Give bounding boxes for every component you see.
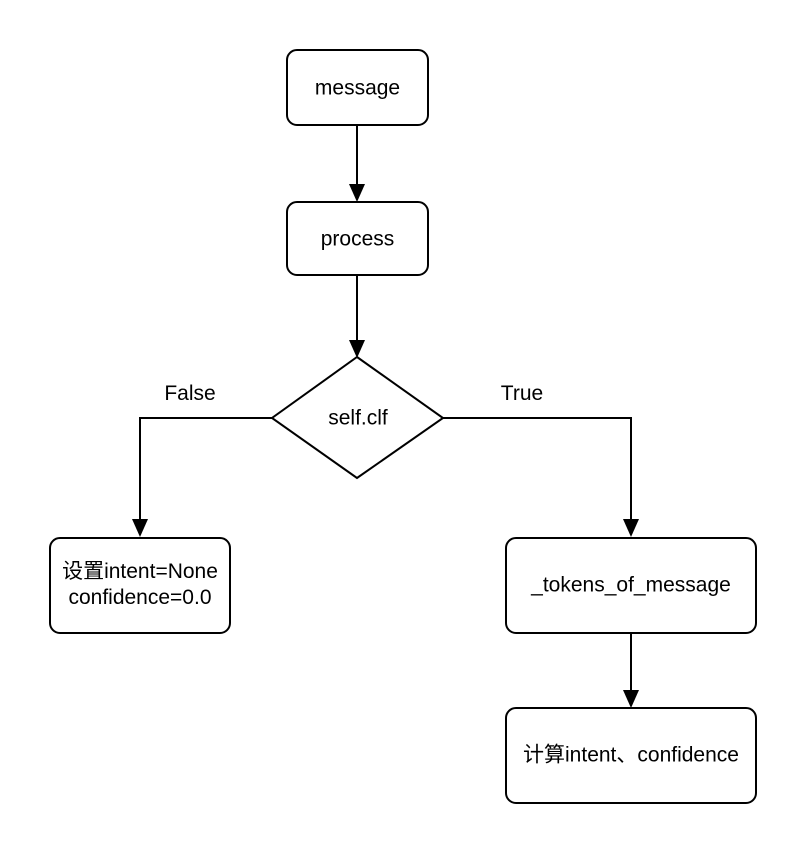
node-self-clf-label: self.clf <box>328 407 388 430</box>
node-tokens-of-message[interactable]: _tokens_of_message <box>505 537 757 634</box>
edge-message-to-process <box>349 125 365 202</box>
arrowhead-icon <box>349 184 365 202</box>
node-process-label: process <box>321 228 395 251</box>
edge-process-to-self-clf <box>349 275 365 358</box>
arrowhead-icon <box>349 340 365 358</box>
edge-label-false: False <box>164 382 215 405</box>
node-process-shape[interactable] <box>286 201 429 276</box>
arrowhead-icon <box>623 690 639 708</box>
edge-line-false-branch <box>139 417 272 524</box>
edge-tokens-to-compute <box>623 633 639 708</box>
node-compute-intent-confidence-shape[interactable] <box>505 707 757 804</box>
node-compute-intent-confidence[interactable]: 计算intent、confidence <box>505 707 757 804</box>
node-tokens-of-message-label: _tokens_of_message <box>530 574 731 597</box>
node-message-label: message <box>315 77 400 100</box>
edge-true-branch: True <box>443 382 639 537</box>
node-message-shape[interactable] <box>286 49 429 126</box>
edge-false-branch: False <box>132 382 272 537</box>
node-set-intent-none-label-line1: 设置intent=None <box>62 560 218 583</box>
node-self-clf-shape[interactable] <box>270 355 445 480</box>
edge-label-true: True <box>501 382 543 405</box>
node-tokens-of-message-shape[interactable] <box>505 537 757 634</box>
node-message[interactable]: message <box>286 49 429 126</box>
node-set-intent-none-label-line2: confidence=0.0 <box>68 586 211 609</box>
arrowhead-icon <box>623 519 639 537</box>
edge-line-true-branch <box>443 417 632 524</box>
arrowhead-icon <box>132 519 148 537</box>
node-set-intent-none[interactable]: 设置intent=None confidence=0.0 <box>49 537 231 634</box>
node-compute-intent-confidence-label: 计算intent、confidence <box>523 744 739 767</box>
node-process[interactable]: process <box>286 201 429 276</box>
node-set-intent-none-shape[interactable] <box>49 537 231 634</box>
node-self-clf[interactable]: self.clf <box>270 355 445 480</box>
